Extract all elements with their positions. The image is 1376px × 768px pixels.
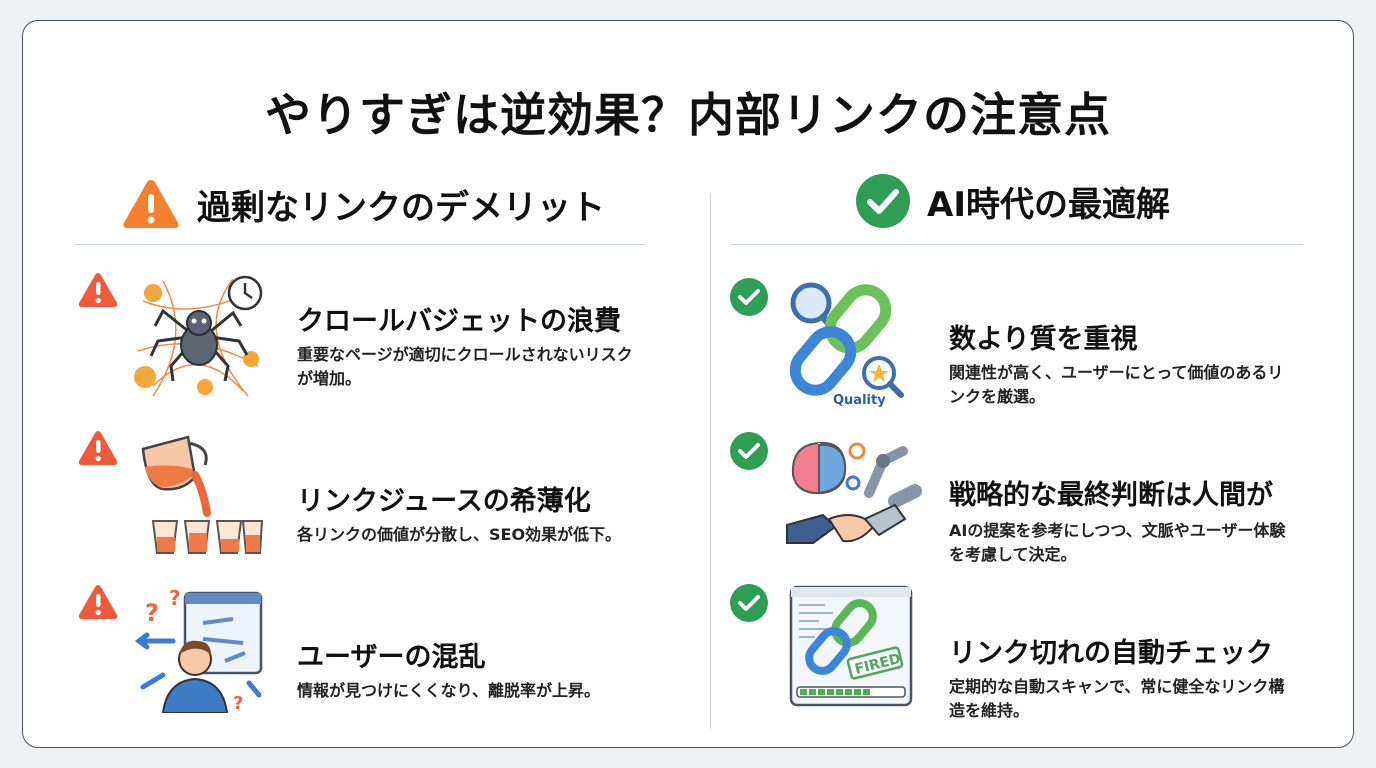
column-divider [710, 193, 711, 729]
right-header-rule [731, 244, 1303, 245]
item-description: 情報が見つけにくくなり、離脱率が上昇。 [297, 681, 601, 700]
check-circle-icon [855, 173, 911, 229]
right-column-header: AI時代の最適解 [855, 173, 1170, 229]
left-item-3: ? ? ? ユーザーの混乱 情報が見つけにくくなり、離脱率が上昇。 [77, 583, 677, 714]
quality-chain-illustration: Quality [783, 277, 923, 408]
broken-link-scan-illustration: FIRED [789, 583, 913, 707]
svg-text:?: ? [233, 693, 243, 713]
warning-triangle-icon [121, 177, 181, 231]
left-column-header: 過剰なリンクのデメリット [121, 177, 605, 231]
content-card: やりすぎは逆効果？内部リンクの注意点 過剰なリンクのデメリット AI時代の最適解 [22, 20, 1354, 748]
left-header-label: 過剰なリンクのデメリット [197, 187, 605, 228]
right-item-1: Quality 数より質を重視 関連性が高く、ユーザーにとって価値のあるリンクを… [729, 277, 1329, 408]
check-icon [729, 431, 769, 475]
item-title: ユーザーの混乱 [297, 642, 486, 673]
warning-icon [77, 583, 119, 625]
quality-label: Quality [833, 393, 886, 407]
item-description: 重要なページが適切にクロールされないリスクが増加。 [297, 345, 633, 388]
item-title: リンク切れの自動チェック [949, 638, 1273, 669]
left-header-rule [75, 244, 645, 245]
item-title: 戦略的な最終判断は人間が [949, 480, 1273, 511]
right-item-2: 戦略的な最終判断は人間が AIの提案を参考にしつつ、文脈やユーザー体験を考慮して… [729, 431, 1329, 564]
warning-icon [77, 429, 119, 471]
item-title: リンクジュースの希薄化 [297, 486, 591, 517]
svg-text:?: ? [169, 586, 181, 610]
confused-user-illustration: ? ? ? [133, 583, 263, 714]
item-title: クロールバジェットの浪費 [297, 306, 621, 337]
warning-icon [77, 271, 119, 313]
check-icon [729, 583, 769, 627]
check-icon [729, 277, 769, 321]
left-item-1: クロールバジェットの浪費 重要なページが適切にクロールされないリスクが増加。 [77, 271, 677, 401]
item-description: 定期的な自動スキャンで、常に健全なリンク構造を維持。 [949, 677, 1285, 720]
svg-text:?: ? [145, 599, 159, 627]
pouring-pitcher-illustration [133, 429, 264, 559]
item-title: 数より質を重視 [949, 324, 1138, 355]
human-ai-handshake-illustration [783, 431, 923, 561]
item-description: AIの提案を参考にしつつ、文脈やユーザー体験を考慮して決定。 [949, 521, 1286, 564]
right-item-3: FIRED リンク切れの自動チェック 定期的な自動スキャンで、常に健全なリンク構… [729, 583, 1329, 720]
left-item-2: リンクジュースの希薄化 各リンクの価値が分散し、SEO効果が低下。 [77, 429, 677, 559]
right-header-label: AI時代の最適解 [927, 184, 1170, 225]
page-title: やりすぎは逆効果？内部リンクの注意点 [265, 88, 1111, 142]
item-description: 関連性が高く、ユーザーにとって価値のあるリンクを厳選。 [949, 363, 1284, 406]
item-description: 各リンクの価値が分散し、SEO効果が低下。 [297, 525, 622, 544]
spider-web-illustration [133, 271, 263, 401]
